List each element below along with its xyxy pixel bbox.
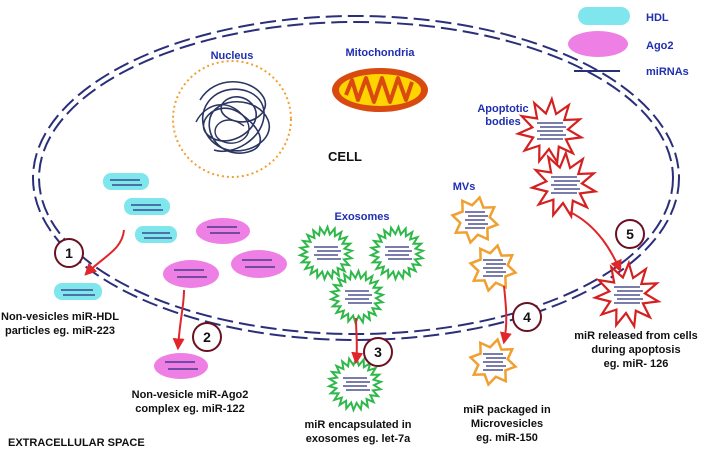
step-4-caption-line1: miR packaged in <box>463 404 551 416</box>
apoptotic-label-line1: Apoptotic <box>477 103 528 115</box>
hdl-particle <box>135 226 177 243</box>
step-1-marker: 1 <box>54 238 84 268</box>
microvesicle <box>468 243 518 293</box>
step-3-marker: 3 <box>363 337 393 367</box>
step-3-number: 3 <box>374 344 382 360</box>
step-4-caption-line2: Microvesicles <box>471 418 543 430</box>
step-1-caption-line1: Non-vesicles miR-HDL <box>1 311 119 323</box>
exosomes-label: Exosomes <box>334 211 389 223</box>
legend-hdl-label: HDL <box>646 12 669 24</box>
legend-ago2-swatch <box>568 31 628 57</box>
apoptotic-label-line2: bodies <box>485 116 520 128</box>
arrow-exosome <box>351 317 364 365</box>
step-5-marker: 5 <box>615 219 645 249</box>
step-2-caption-line1: Non-vesicle miR-Ago2 <box>132 389 249 401</box>
apoptotic-body <box>528 149 599 220</box>
microvesicles <box>450 195 518 387</box>
apoptotic-body <box>514 95 585 166</box>
nucleus: Nucleus <box>172 50 292 178</box>
step-5-caption-line1: miR released from cells <box>574 330 698 342</box>
mitochondria: Mitochondria <box>332 47 428 112</box>
arrow-hdl <box>84 229 125 276</box>
cell-label: CELL <box>328 149 362 164</box>
step-5-caption-line2: during apoptosis <box>591 344 680 356</box>
legend: HDL Ago2 miRNAs <box>568 7 689 78</box>
step-2-marker: 2 <box>192 322 222 352</box>
step-4-caption-line3: eg. miR-150 <box>476 432 538 444</box>
exosome <box>328 268 386 326</box>
arrow-mv <box>499 285 512 345</box>
microvesicle <box>450 195 500 245</box>
exosome <box>297 224 355 282</box>
mvs-label: MVs <box>453 181 476 193</box>
step-3-caption-line1: miR encapsulated in <box>305 419 412 431</box>
step-2-caption-line2: complex eg. miR-122 <box>135 403 244 415</box>
nucleus-label: Nucleus <box>211 50 254 62</box>
exosomes <box>297 224 426 413</box>
ago2-complex <box>231 250 287 278</box>
exosome <box>368 224 426 282</box>
hdl-particle <box>124 198 170 215</box>
exosome-released <box>326 355 384 413</box>
step-3-caption-line2: exosomes eg. let-7a <box>306 433 411 445</box>
step-2-number: 2 <box>203 329 211 345</box>
step-1-number: 1 <box>65 245 73 261</box>
apoptotic-bodies <box>514 95 662 330</box>
step-markers: 1 2 3 4 5 <box>54 219 645 367</box>
hdl-particles <box>54 173 177 300</box>
legend-ago2-label: Ago2 <box>646 40 674 52</box>
step-4-marker: 4 <box>512 302 542 332</box>
arrow-ago2 <box>172 289 185 351</box>
hdl-particle <box>103 173 149 190</box>
mitochondria-label: Mitochondria <box>345 47 415 59</box>
legend-mirna-label: miRNAs <box>646 66 689 78</box>
microvesicle-released <box>468 337 518 387</box>
arrow-apoptotic <box>569 211 622 273</box>
chromatin-tangle <box>199 80 271 154</box>
step-1-caption-line2: particles eg. miR-223 <box>5 325 115 337</box>
extracellular-space-label: EXTRACELLULAR SPACE <box>8 437 145 449</box>
legend-hdl-swatch <box>578 7 630 25</box>
ago2-complex-released <box>154 353 208 379</box>
step-captions: Non-vesicles miR-HDL particles eg. miR-2… <box>1 311 698 445</box>
ago2-complexes <box>154 218 287 379</box>
step-5-number: 5 <box>626 226 634 242</box>
ago2-complex <box>163 260 219 288</box>
apoptotic-body-released <box>591 259 662 330</box>
release-arrows <box>84 211 622 365</box>
step-5-caption-line3: eg. miR- 126 <box>604 358 669 370</box>
hdl-particle-released <box>54 283 102 300</box>
step-4-number: 4 <box>523 309 531 325</box>
ago2-complex <box>196 218 250 244</box>
